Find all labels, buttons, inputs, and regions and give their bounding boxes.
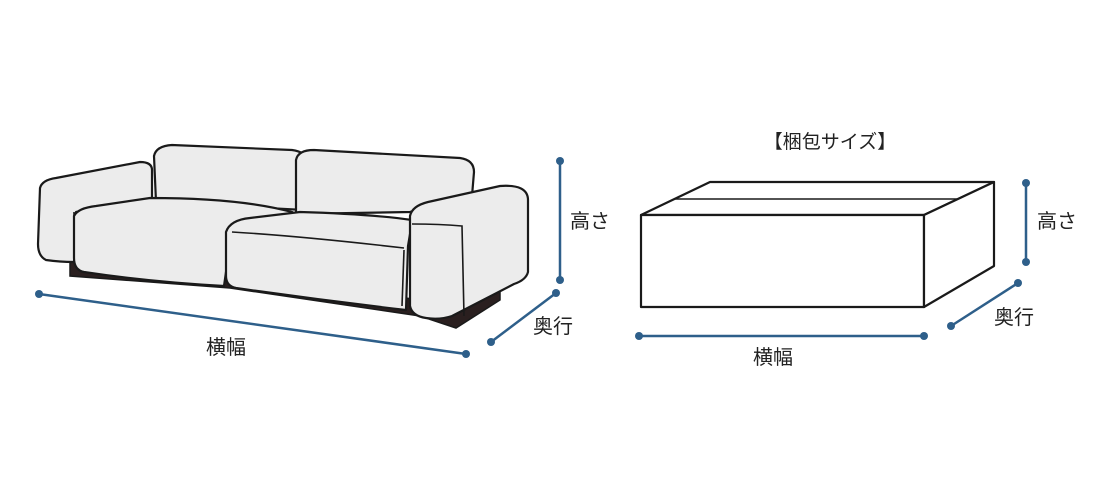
package-depth-label: 奥行	[994, 305, 1034, 329]
package-width-label: 横幅	[753, 345, 793, 369]
sofa-back-cushion-right	[294, 148, 476, 216]
box-front-face	[639, 213, 926, 309]
package-box	[639, 180, 996, 309]
sofa-width-label: 横幅	[206, 335, 246, 359]
sofa-height-label: 高さ	[570, 209, 610, 233]
package-height-label: 高さ	[1037, 209, 1077, 233]
sofa-height-dimension	[556, 157, 564, 284]
package-title: 【梱包サイズ】	[764, 131, 896, 153]
sofa-illustration	[36, 143, 530, 329]
sofa-arm-right	[408, 184, 530, 320]
sofa-seat-cushion-right	[224, 210, 417, 312]
sofa-depth-label: 奥行	[533, 314, 573, 338]
sofa-depth-dimension	[487, 289, 560, 346]
package-depth-dimension	[947, 279, 1022, 330]
box-side-face	[922, 180, 996, 309]
package-height-dimension	[1022, 179, 1030, 266]
sofa-width-dimension	[35, 290, 470, 358]
package-width-dimension	[635, 332, 928, 340]
